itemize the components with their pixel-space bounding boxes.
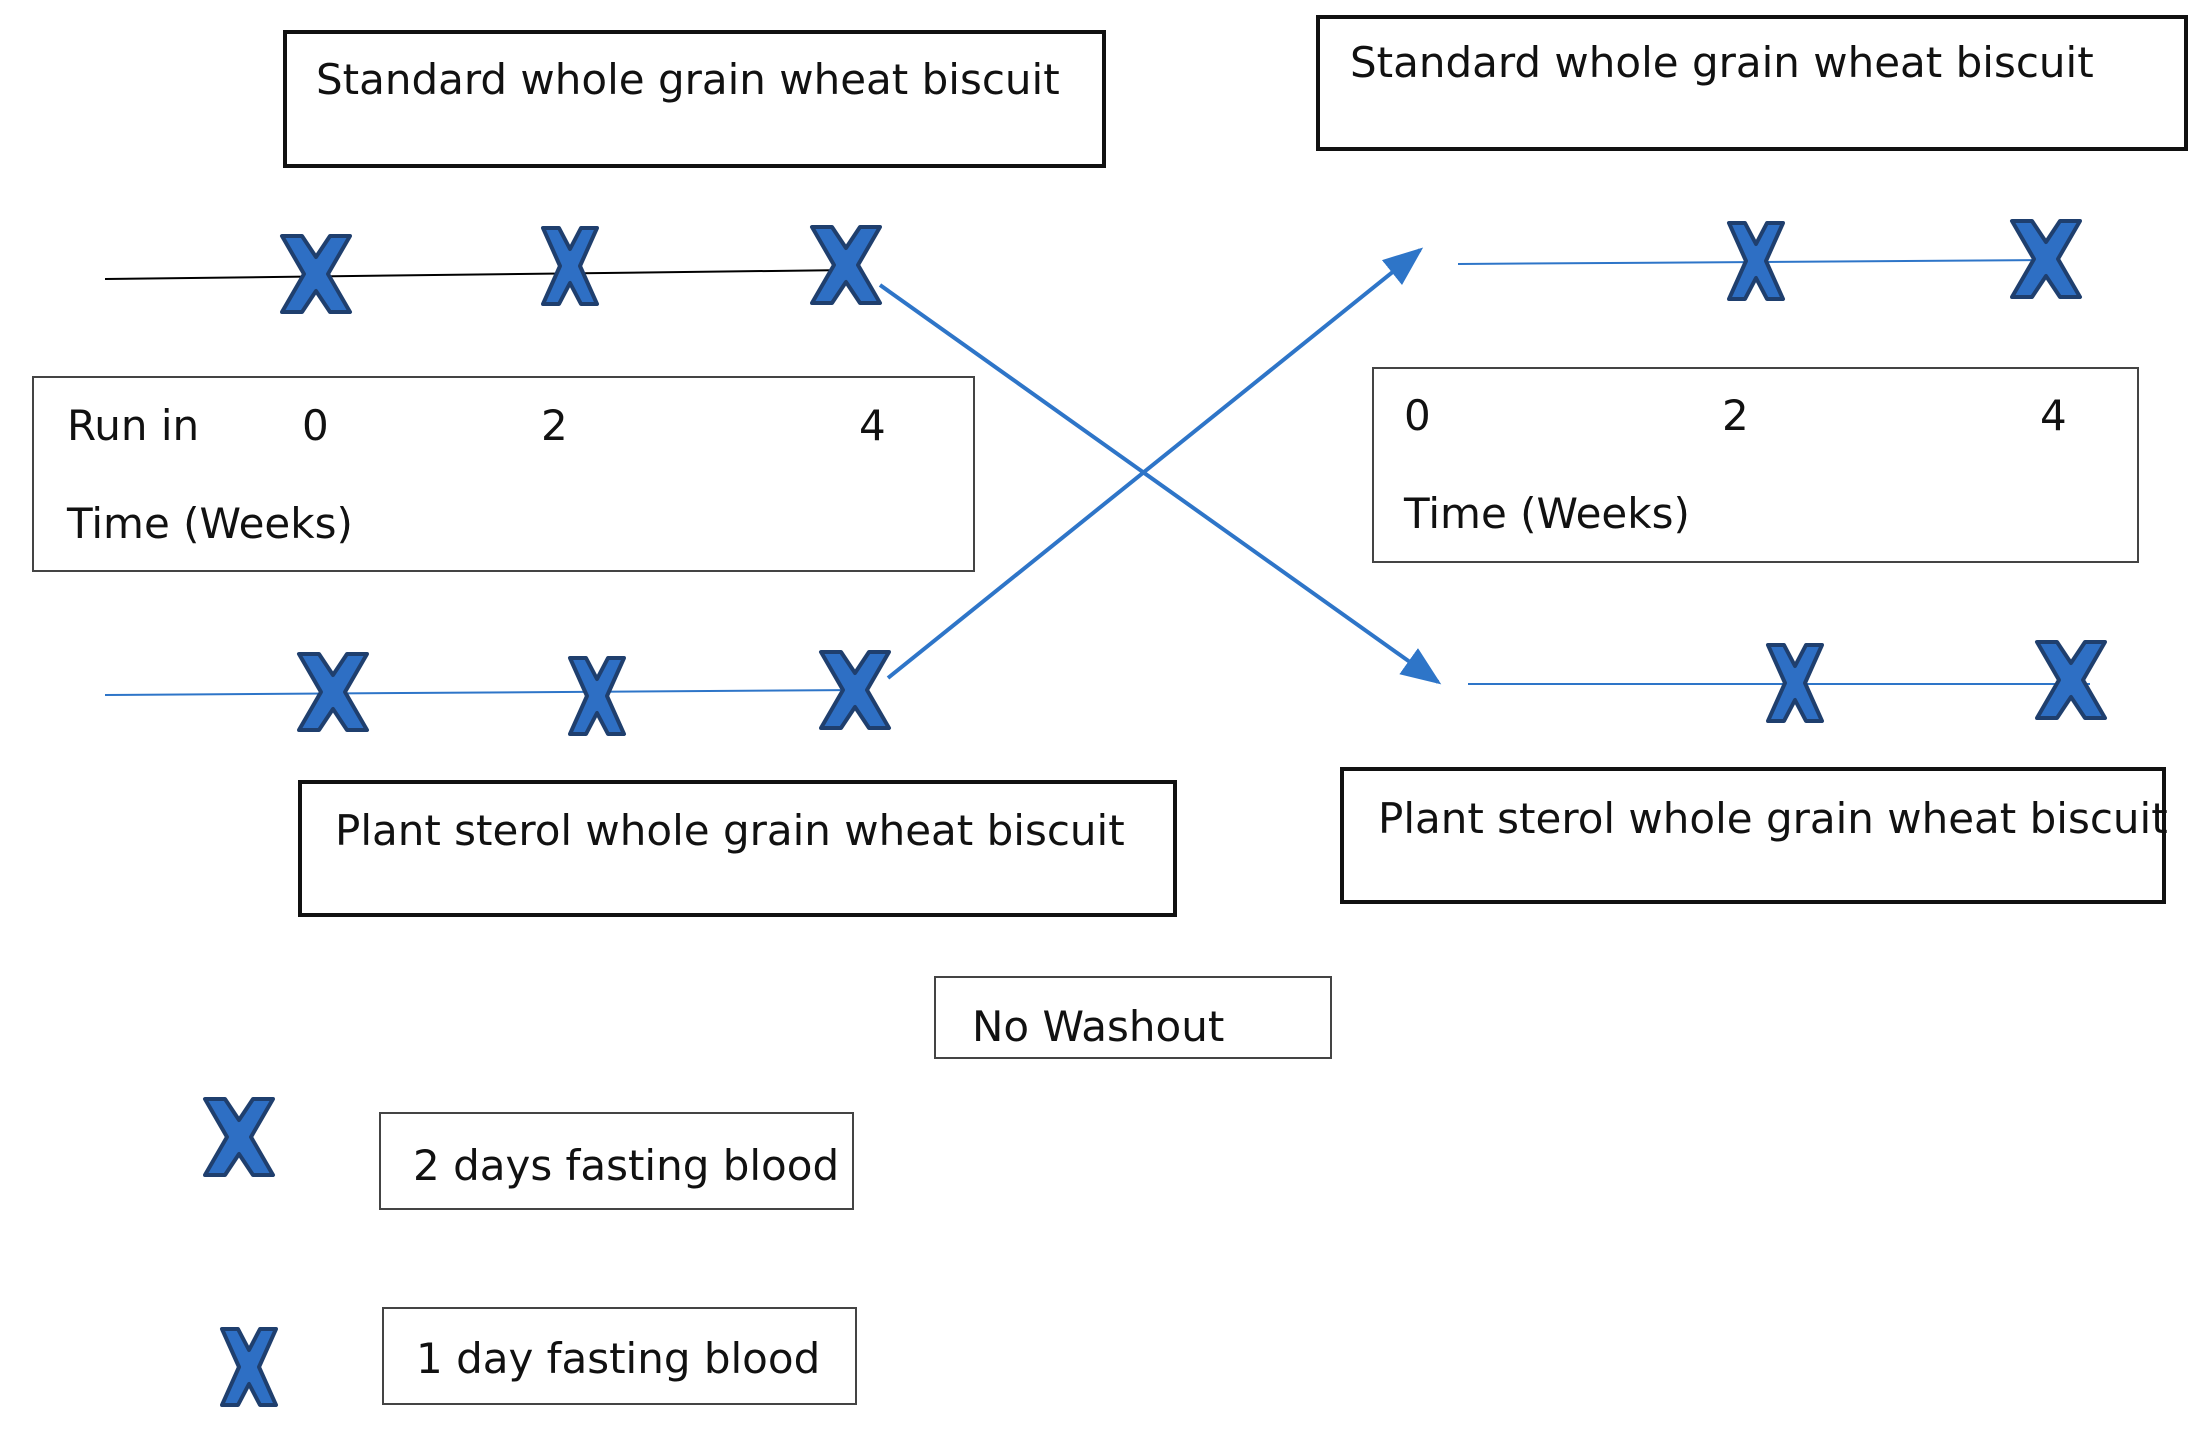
tick-label-left-4: 4 — [859, 401, 886, 450]
tick-label-right-0: 0 — [1404, 391, 1431, 440]
washout-box — [934, 976, 1332, 1059]
standard-biscuit-label-left: Standard whole grain wheat biscuit — [316, 55, 1060, 104]
x-marker-small-icon — [541, 226, 599, 306]
tick-label-left-0: 0 — [302, 401, 329, 450]
plant-sterol-box-left — [298, 780, 1177, 917]
legend-1day-label: 1 day fasting blood — [416, 1334, 821, 1383]
standard-biscuit-label-right: Standard whole grain wheat biscuit — [1350, 38, 2094, 87]
time-axis-box-right — [1372, 367, 2139, 563]
tick-label-right-2: 2 — [1722, 391, 1749, 440]
plant-timeline-left — [104, 689, 861, 696]
run-in-label: Run in — [67, 401, 200, 450]
x-marker-small-icon — [568, 656, 626, 736]
crossover-arrow-to-standard — [886, 247, 1424, 680]
legend-1day-box — [382, 1307, 857, 1405]
time-axis-box-left — [32, 376, 975, 572]
x-marker-icon — [810, 225, 882, 305]
plant-sterol-label-left: Plant sterol whole grain wheat biscuit — [335, 806, 1125, 855]
washout-label: No Washout — [972, 1002, 1225, 1051]
standard-biscuit-box-left — [283, 30, 1106, 168]
legend-1day-icon — [220, 1327, 278, 1407]
tick-label-right-4: 4 — [2040, 391, 2067, 440]
x-marker-icon — [2010, 219, 2082, 299]
time-axis-label-right: Time (Weeks) — [1404, 489, 1690, 538]
legend-2day-icon — [203, 1097, 275, 1177]
time-axis-label-left: Time (Weeks) — [67, 499, 353, 548]
legend-2day-box — [379, 1112, 854, 1210]
crossover-arrow-to-plant — [878, 283, 1442, 685]
x-marker-icon — [297, 652, 369, 732]
plant-sterol-box-right — [1340, 767, 2166, 904]
x-marker-icon — [280, 234, 352, 314]
standard-biscuit-box-right — [1316, 15, 2188, 151]
plant-sterol-label-right: Plant sterol whole grain wheat biscuit — [1378, 794, 2168, 843]
legend-2day-label: 2 days fasting blood — [413, 1141, 840, 1190]
x-marker-icon — [2035, 640, 2107, 720]
standard-timeline-left — [104, 269, 851, 280]
tick-label-left-2: 2 — [541, 401, 568, 450]
